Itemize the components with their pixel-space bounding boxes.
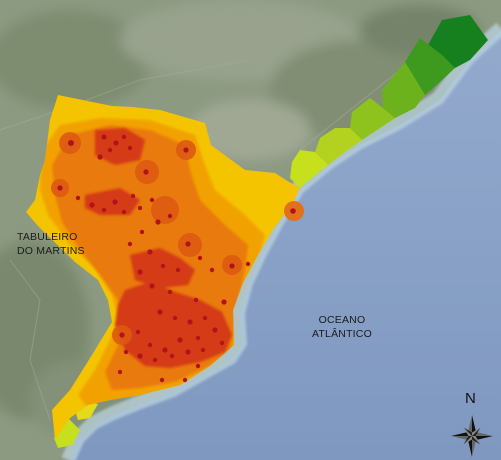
ocean-label: OCEANO ATLÂNTICO — [312, 313, 372, 341]
land-area-label: TABULEIRO DO MARTINS — [17, 230, 85, 258]
hotspot-points — [57, 134, 296, 383]
land-area-label-line-1: TABULEIRO — [17, 231, 78, 243]
ocean-label-line-2: ATLÂNTICO — [312, 328, 372, 340]
north-label: N — [465, 390, 476, 407]
surf-band — [61, 22, 501, 460]
study-area — [26, 95, 304, 440]
ocean-label-line-1: OCEANO — [318, 314, 366, 326]
zone-red — [85, 128, 232, 368]
land-area-label-line-2: DO MARTINS — [17, 245, 85, 257]
compass-rose-icon — [451, 415, 493, 457]
ocean — [70, 30, 501, 460]
